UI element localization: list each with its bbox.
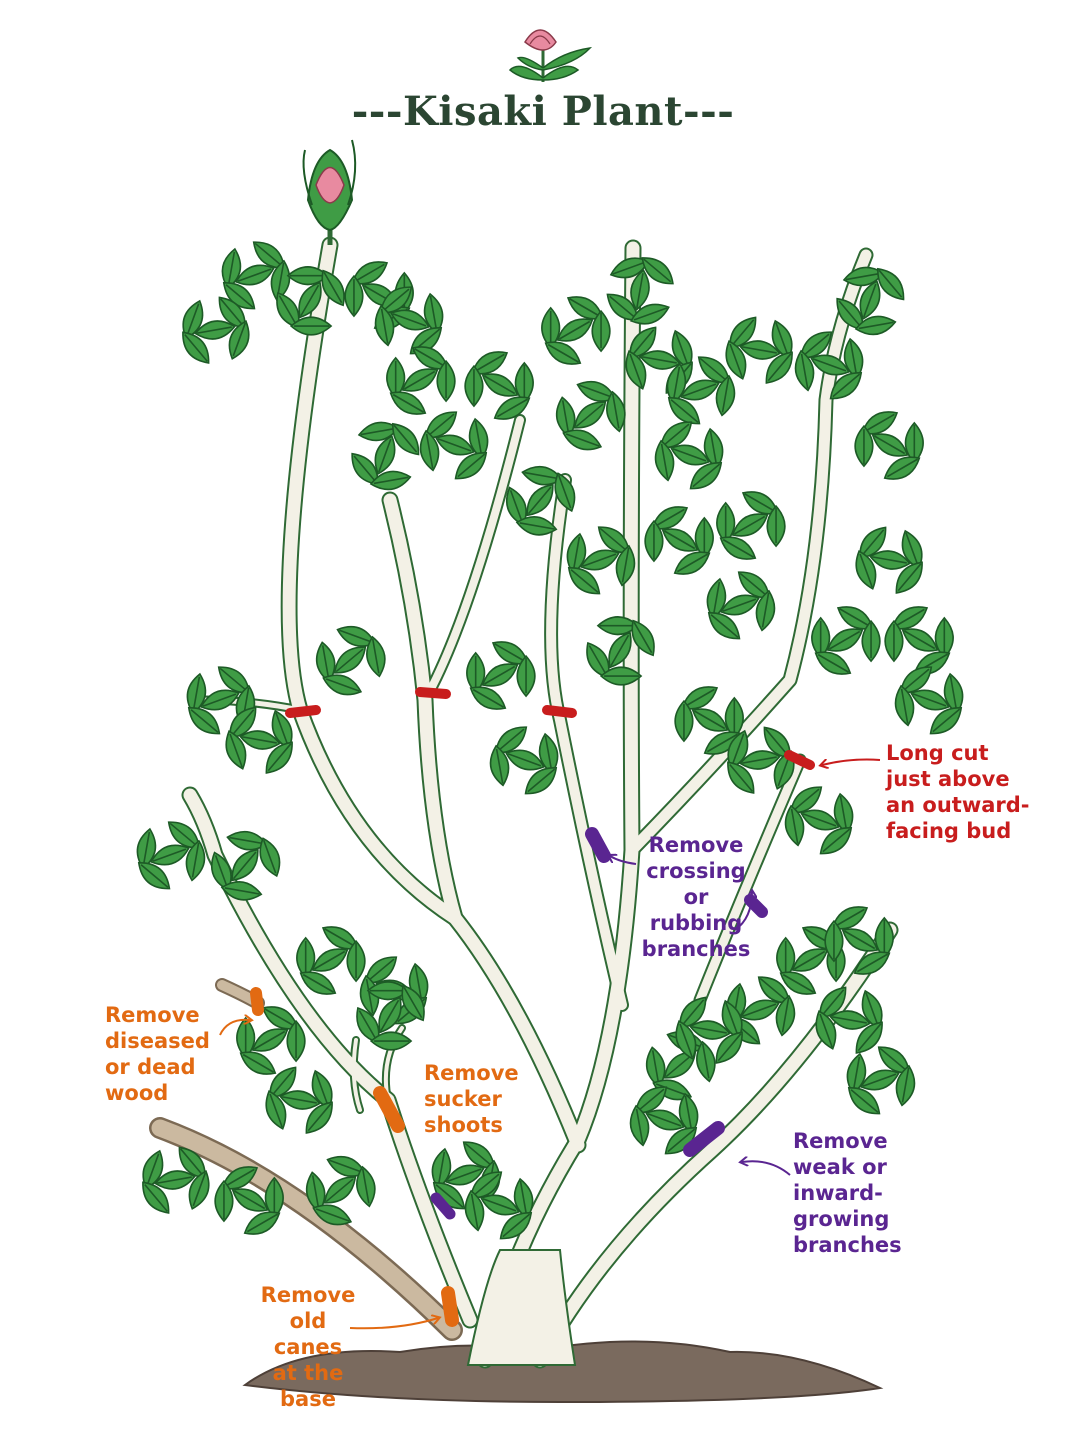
trunk-base (468, 1250, 575, 1365)
curved-arrow-icon (822, 760, 880, 765)
rose-bud-icon (304, 140, 356, 245)
cut-red-1 (290, 710, 316, 713)
arrows (220, 760, 880, 1329)
label-old-canes: Remove old canes at the base (252, 1282, 364, 1412)
rose-sprig-icon (510, 30, 590, 82)
label-sucker-shoots: Remove sucker shoots (424, 1060, 519, 1138)
cut-red-2 (420, 692, 446, 694)
page-title: ---Kisaki Plant--- (0, 88, 1086, 135)
cut-orange-3 (448, 1293, 452, 1320)
label-crossing-branches: Remove crossing or rubbing branches (636, 832, 756, 962)
curved-arrow-icon (742, 1161, 790, 1175)
label-long-cut: Long cut just above an outward- facing b… (886, 740, 1030, 844)
cut-orange-1 (256, 993, 258, 1010)
label-weak-branches: Remove weak or inward- growing branches (793, 1128, 902, 1258)
cut-red-3 (547, 710, 572, 713)
label-diseased-wood: Remove diseased or dead wood (105, 1002, 210, 1106)
